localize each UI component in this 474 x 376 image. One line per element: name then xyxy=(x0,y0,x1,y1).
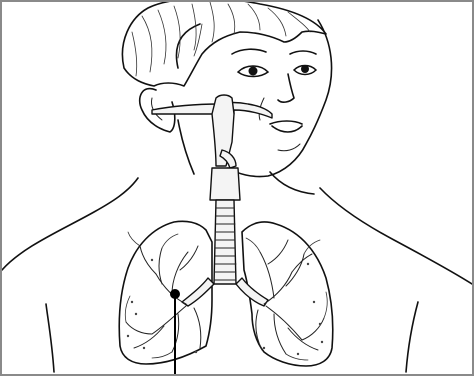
right-eyebrow xyxy=(290,51,316,54)
hair-outline xyxy=(122,2,326,86)
left-shoulder-outline xyxy=(2,178,138,270)
right-shoulder-outline xyxy=(320,188,472,284)
trachea xyxy=(214,200,236,284)
larynx xyxy=(210,168,240,200)
left-arm-line xyxy=(46,304,54,372)
face-outline xyxy=(176,20,331,177)
chin-line xyxy=(278,144,300,151)
left-eyebrow xyxy=(232,49,266,54)
neck-right-outline xyxy=(270,172,314,194)
neck-left-outline xyxy=(178,120,194,174)
mouth-outline xyxy=(270,121,302,132)
right-eye xyxy=(294,65,316,75)
nose-outline xyxy=(278,74,294,102)
left-eye xyxy=(238,66,268,77)
right-arm-line xyxy=(406,302,418,372)
